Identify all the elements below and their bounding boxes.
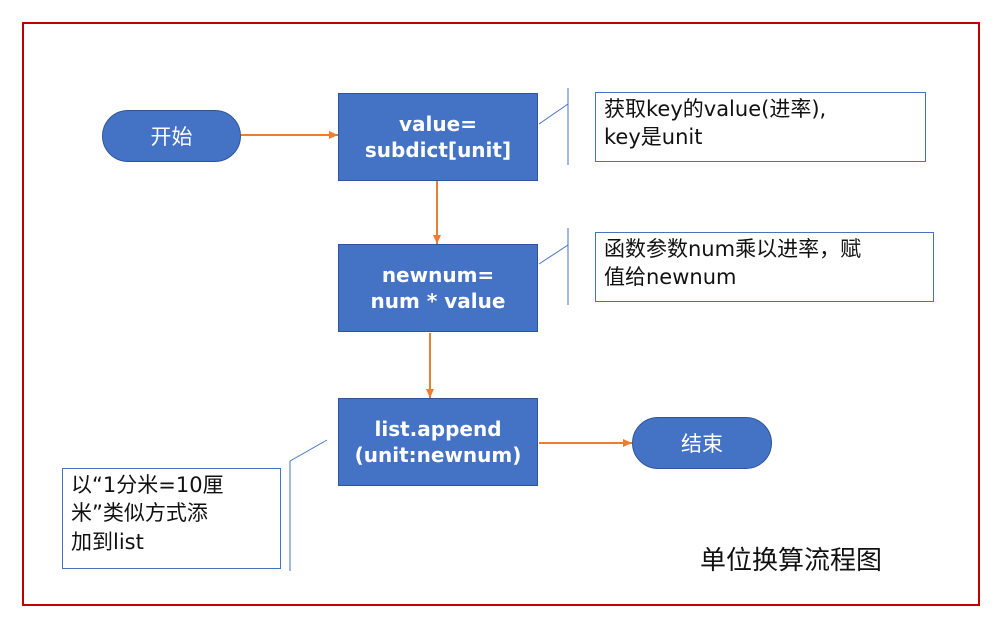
note-compute-newnum-line2: 值给newnum <box>604 265 737 290</box>
step-append-list-line2: (unit:newnum) <box>354 443 522 467</box>
note-append-list-line2: 米”类似方式添 <box>71 501 208 526</box>
end-node: 结束 <box>632 417 772 469</box>
note-get-value-line2: key是unit <box>604 125 703 150</box>
note-compute-newnum: 函数参数num乘以进率，赋 值给newnum <box>595 232 934 302</box>
step-compute-newnum: newnum= num * value <box>338 244 538 332</box>
step-append-list: list.append (unit:newnum) <box>338 398 538 486</box>
diagram-caption: 单位换算流程图 <box>700 546 883 576</box>
step-compute-newnum-line1: newnum= <box>381 263 495 287</box>
note-get-value: 获取key的value(进率), key是unit <box>595 92 926 162</box>
callout-connector-3 <box>289 439 328 462</box>
note-append-list-line1: 以“1分米=10厘 <box>71 473 224 497</box>
start-node: 开始 <box>102 110 241 162</box>
note-append-list: 以“1分米=10厘 米”类似方式添 加到list <box>62 468 281 569</box>
step-get-value: value= subdict[unit] <box>338 93 538 181</box>
end-label: 结束 <box>681 432 723 456</box>
start-label: 开始 <box>150 125 193 149</box>
step-get-value-line2: subdict[unit] <box>364 138 512 162</box>
note-get-value-line1: 获取key的value(进率), <box>604 97 827 121</box>
callout-connector-2 <box>538 244 569 265</box>
step-compute-newnum-line2: num * value <box>370 289 506 313</box>
note-append-list-line3: 加到list <box>71 529 144 554</box>
step-append-list-line1: list.append <box>374 417 502 441</box>
note-compute-newnum-line1: 函数参数num乘以进率，赋 <box>604 237 862 261</box>
step-get-value-line1: value= <box>399 112 477 136</box>
diagram-frame <box>22 22 980 606</box>
callout-connector-1 <box>538 103 569 125</box>
